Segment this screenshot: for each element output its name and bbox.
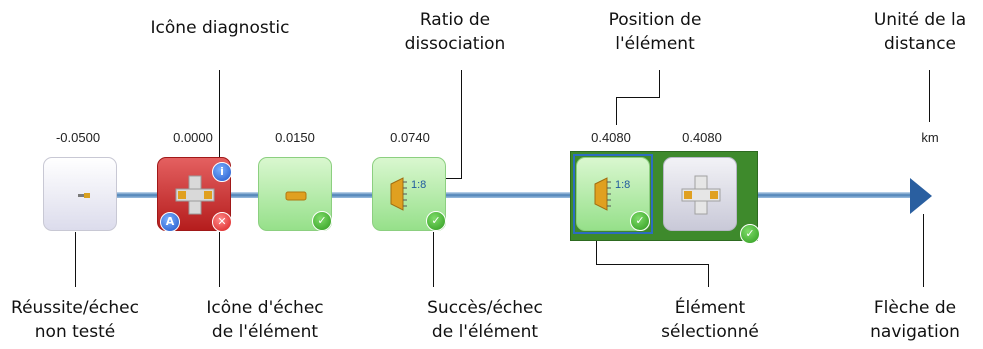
leader-unit [929, 70, 930, 122]
callout-split-ratio: Ratio de dissociation [404, 10, 506, 54]
leader-ratio [461, 70, 462, 178]
connector-icon [285, 191, 307, 201]
leader-selected-h [596, 264, 708, 265]
callout-element-fail-icon: Icône d'échec de l'élément [206, 298, 324, 342]
leader-selected [596, 234, 597, 264]
distance-unit-label: km [921, 130, 939, 145]
leader-ratio-h [442, 178, 462, 179]
callout-element-pass-fail: Succès/échec de l'élément [427, 298, 543, 342]
callout-pass-fail-not-tested: Réussite/échec non testé [11, 298, 139, 342]
position-value: 0.0000 [173, 130, 213, 145]
connector-icon [78, 193, 90, 198]
element-splice[interactable] [663, 157, 737, 231]
leader-diagnostic [219, 70, 220, 165]
leader-fail-icon [219, 232, 220, 287]
leader-nav-arrow [923, 214, 924, 287]
element-splitter[interactable]: 1:8 ✓ [372, 157, 446, 231]
fiber-line [62, 192, 912, 198]
split-ratio-label: 1:8 [411, 179, 427, 191]
pass-icon: ✓ [426, 211, 446, 231]
position-value: 0.4080 [682, 130, 722, 145]
leader-not-tested [75, 232, 76, 287]
leader-position-h [616, 97, 660, 98]
element-selected-splitter[interactable]: 1:8 ✓ [576, 157, 650, 231]
position-value: 0.0740 [390, 130, 430, 145]
callout-element-position: Position de l'élément [608, 10, 702, 54]
element-failed[interactable]: i A ✕ [157, 157, 232, 232]
callout-diagnostic-icon: Icône diagnostic [150, 18, 290, 38]
position-value: 0.4080 [591, 130, 631, 145]
selection-highlight [573, 154, 653, 234]
splice-icon [175, 175, 215, 215]
fail-icon: ✕ [212, 212, 232, 232]
element-passed[interactable]: ✓ [258, 157, 332, 231]
position-value: -0.0500 [55, 130, 101, 145]
leader-position-2 [616, 97, 617, 125]
navigation-arrow-icon[interactable] [910, 178, 932, 214]
callout-nav-arrow: Flèche de navigation [870, 298, 960, 342]
callout-selected-element: Élément sélectionné [661, 298, 759, 342]
leader-pass-fail [433, 232, 434, 287]
pass-icon: ✓ [630, 211, 650, 231]
callout-distance-unit: Unité de la distance [873, 10, 967, 54]
leader-position [659, 70, 660, 97]
position-value: 0.0150 [275, 130, 315, 145]
split-ratio-label: 1:8 [615, 179, 631, 191]
group-pass-icon: ✓ [740, 224, 760, 244]
splice-icon [681, 175, 721, 215]
splitter-icon [594, 177, 611, 211]
diagnostic-info-icon[interactable]: i [212, 162, 232, 182]
analysis-icon[interactable]: A [160, 212, 180, 232]
element-not-tested[interactable] [43, 157, 117, 231]
pass-icon: ✓ [312, 211, 332, 231]
leader-selected-2 [708, 264, 709, 287]
splitter-icon [390, 177, 407, 211]
